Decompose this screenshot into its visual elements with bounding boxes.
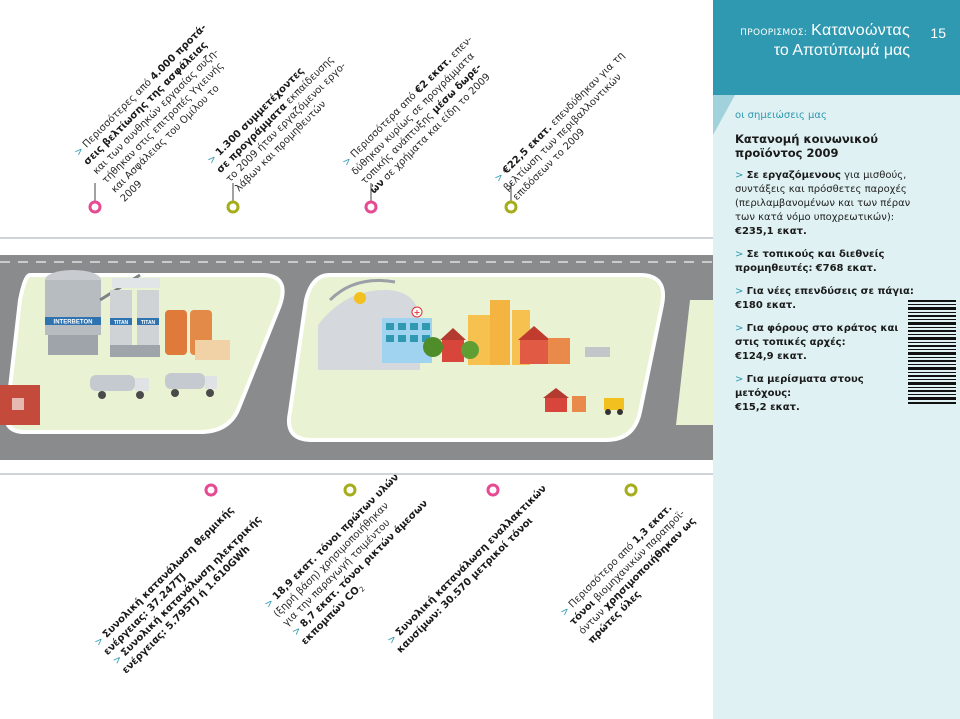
distribution-item: > Σε τοπικούς και διεθνείς προμηθευτές: … [735,249,885,274]
town [423,300,610,365]
distribution-block: Κατανομή κοινωνικού προϊόντος 2009 > Σε … [735,132,915,424]
distribution-title: Κατανομή κοινωνικού προϊόντος 2009 [735,132,878,160]
distribution-item: > Για μερίσματα στους μετόχους:€15,2 εκα… [735,374,864,413]
bottom-leaders [204,483,638,497]
top-leaders [88,183,518,214]
svg-text:TITAN: TITAN [114,320,129,326]
panel-header: ΠΡΟΟΡΙΣΜΟΣ:Κατανοώντας το Αποτύπωμά μας … [713,0,960,95]
section-label: ΠΡΟΟΡΙΣΜΟΣ: [740,28,808,38]
cement-towers: TITAN TITAN [110,278,160,357]
folded-corner-icon [713,95,735,135]
section-title-line2: το Αποτύπωμά μας [773,42,910,59]
distribution-item: > Για φόρους στο κράτος και στις τοπικές… [735,323,899,362]
page-number: 15 [930,25,946,41]
orange-tanks [165,310,230,360]
construction-site [543,388,624,415]
notes-panel: ΠΡΟΟΡΙΣΜΟΣ:Κατανοώντας το Αποτύπωμά μας … [713,0,960,719]
distribution-item: > Για νέες επενδύσεις σε πάγια:€180 εκατ… [735,286,914,311]
hospital: + [382,306,432,363]
distribution-item: > Σε εργαζόμενους για μισθούς, συντάξεις… [735,170,911,237]
section-title-line1: Κατανοώντας [811,22,910,39]
mixer-trucks [90,373,217,399]
barcode-icon [908,300,956,404]
svg-text:TITAN: TITAN [141,320,156,326]
silo-brand-label: INTERBETON [54,320,93,326]
svg-text:+: + [414,308,421,317]
notes-tag: οι σημειώσεις μας [735,110,827,121]
